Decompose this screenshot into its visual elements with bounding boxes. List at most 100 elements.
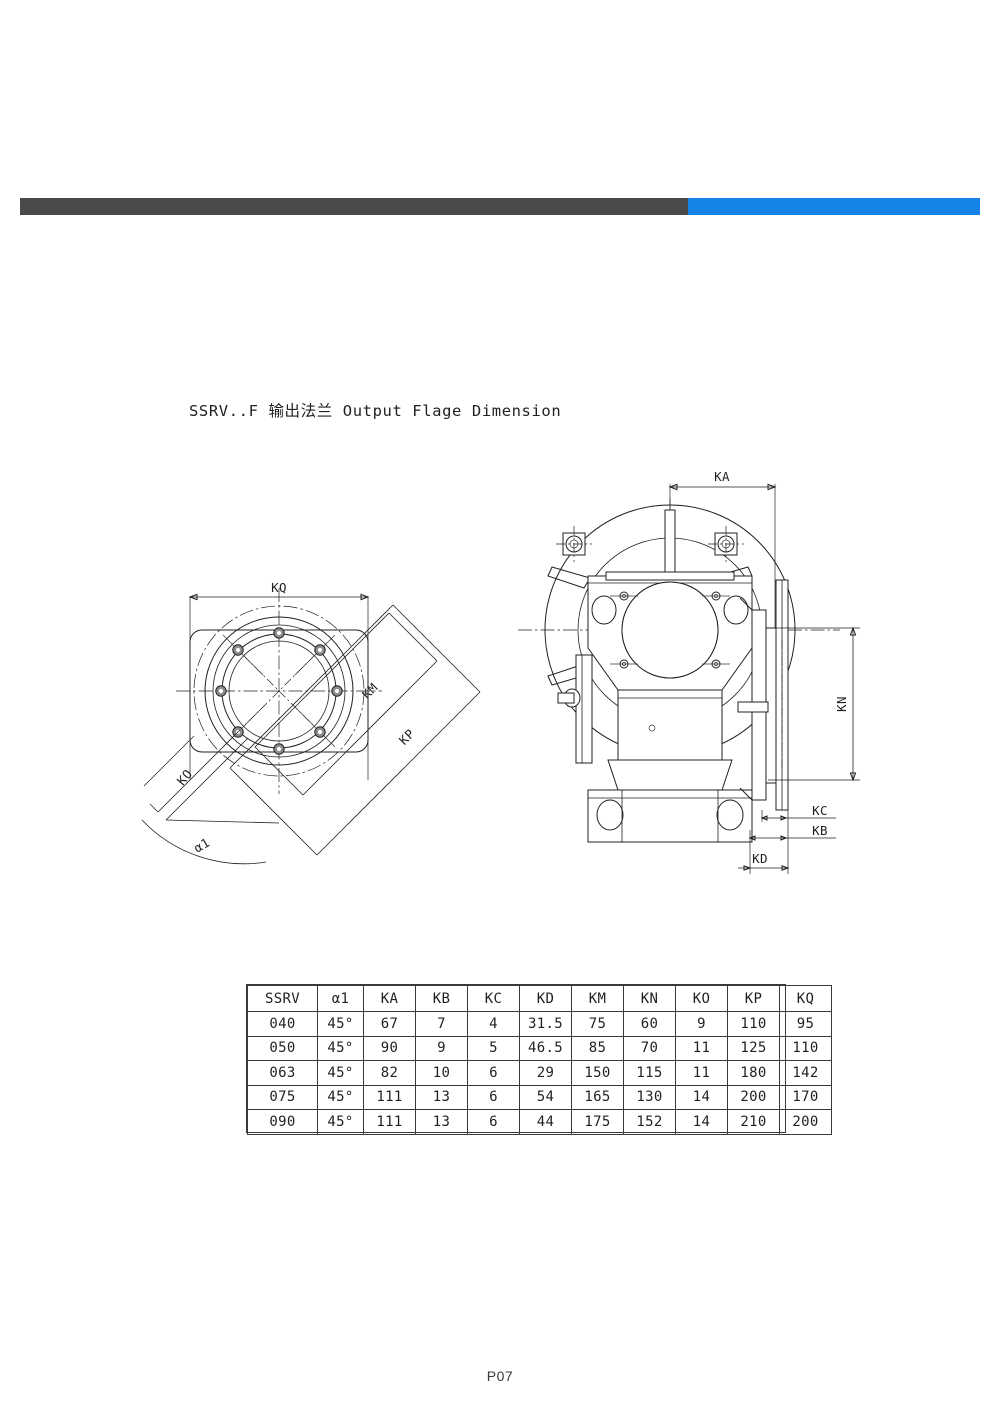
cell-ka: 82 [363, 1060, 416, 1086]
gearbox-left-mounting-pad [557, 654, 593, 764]
cell-kd: 44 [519, 1109, 572, 1135]
cell-a1: 45° [317, 1035, 364, 1061]
table-row: 050 45° 90 9 5 46.5 85 70 11 125 110 [247, 1035, 832, 1061]
gearbox-side-lugs-upper [591, 595, 749, 625]
cell-a1: 45° [317, 1109, 364, 1135]
dimension-label-kc: KC [812, 803, 828, 818]
cell-kq: 142 [779, 1060, 832, 1086]
gearbox-hex-bolt-left [556, 526, 592, 562]
cell-model: 040 [247, 1011, 318, 1037]
dimension-label-ka: KA [714, 469, 730, 484]
cell-ko: 9 [675, 1011, 728, 1037]
cell-a1: 45° [317, 1060, 364, 1086]
flange-centrelines [176, 588, 382, 794]
cell-kq: 95 [779, 1011, 832, 1037]
cell-model: 063 [247, 1060, 318, 1086]
dimension-kd: KD [738, 810, 790, 874]
column-header-kn: KN [623, 985, 676, 1012]
column-header-ko: KO [675, 985, 728, 1012]
cell-model: 050 [247, 1035, 318, 1061]
cell-kn: 60 [623, 1011, 676, 1037]
flange-face-drawing: KQ [130, 540, 530, 960]
gearbox-input-shaft [664, 509, 676, 577]
cell-kn: 130 [623, 1084, 676, 1110]
cell-kc: 5 [467, 1035, 520, 1061]
dimension-kc: KC [760, 803, 836, 822]
cell-km: 75 [571, 1011, 624, 1037]
cell-ka: 111 [363, 1109, 416, 1135]
gearbox-hex-bolt-right [708, 526, 744, 562]
cell-kc: 4 [467, 1011, 520, 1037]
gearbox-bore-bolts [610, 591, 730, 669]
cell-kb: 7 [415, 1011, 468, 1037]
column-header-kp: KP [727, 985, 780, 1012]
table-row: 040 45° 67 7 4 31.5 75 60 9 110 95 [247, 1011, 832, 1037]
column-header-a1: α1 [317, 985, 364, 1012]
cell-kq: 170 [779, 1084, 832, 1110]
flange-bolt-holes [215, 627, 343, 755]
spec-table-container: SSRV α1 KA KB KC KD KM KN KO KP KQ 040 4… [246, 984, 832, 1135]
cell-kq: 200 [779, 1109, 832, 1135]
dimension-km: KM [254, 612, 438, 796]
header-bar-dark-segment [20, 198, 688, 215]
cell-ka: 111 [363, 1084, 416, 1110]
cell-kd: 31.5 [519, 1011, 572, 1037]
cell-ko: 11 [675, 1060, 728, 1086]
dimension-label-ko: KO [174, 766, 196, 788]
dimension-label-kb: KB [812, 823, 828, 838]
gearbox-foot-block [587, 759, 753, 843]
cell-kb: 13 [415, 1084, 468, 1110]
dimension-label-kn: KN [834, 696, 849, 712]
cell-kc: 6 [467, 1109, 520, 1135]
dimension-label-kq: KQ [271, 580, 287, 595]
cell-kd: 54 [519, 1084, 572, 1110]
cell-kb: 10 [415, 1060, 468, 1086]
page-number: P07 [486, 1368, 514, 1384]
column-header-ka: KA [363, 985, 416, 1012]
cell-kn: 152 [623, 1109, 676, 1135]
column-header-km: KM [571, 985, 624, 1012]
header-bar-accent-segment [688, 198, 980, 215]
column-header-kc: KC [467, 985, 520, 1012]
header-rule-bar [20, 198, 980, 215]
column-header-kq: KQ [779, 985, 832, 1012]
cell-model: 075 [247, 1084, 318, 1110]
cell-a1: 45° [317, 1084, 364, 1110]
cell-kb: 9 [415, 1035, 468, 1061]
dimension-label-kp: KP [396, 726, 418, 748]
cell-ka: 90 [363, 1035, 416, 1061]
spec-table: SSRV α1 KA KB KC KD KM KN KO KP KQ 040 4… [247, 985, 832, 1135]
cell-ko: 11 [675, 1035, 728, 1061]
cell-km: 165 [571, 1084, 624, 1110]
dimension-kn: KN [768, 626, 860, 782]
cell-km: 150 [571, 1060, 624, 1086]
dimension-label-kd: KD [752, 851, 768, 866]
dimension-label-km: KM [359, 680, 381, 702]
cell-kp: 180 [727, 1060, 780, 1086]
cell-kp: 200 [727, 1084, 780, 1110]
cell-kn: 70 [623, 1035, 676, 1061]
cell-a1: 45° [317, 1011, 364, 1037]
cell-kc: 6 [467, 1060, 520, 1086]
table-row: 063 45° 82 10 6 29 150 115 11 180 142 [247, 1060, 832, 1086]
gearbox-output-bore [621, 581, 719, 679]
cell-km: 175 [571, 1109, 624, 1135]
cell-kp: 110 [727, 1011, 780, 1037]
dimension-label-a1: α1 [191, 835, 212, 856]
gearbox-front-drawing: KA [510, 450, 910, 890]
cell-kp: 210 [727, 1109, 780, 1135]
cell-km: 85 [571, 1035, 624, 1061]
table-header-row: SSRV α1 KA KB KC KD KM KN KO KP KQ [247, 985, 832, 1012]
cell-kp: 125 [727, 1035, 780, 1061]
dimension-kb: KB [748, 823, 836, 842]
cell-ko: 14 [675, 1084, 728, 1110]
cell-kd: 29 [519, 1060, 572, 1086]
table-row: 090 45° 111 13 6 44 175 152 14 210 200 [247, 1109, 832, 1135]
cell-model: 090 [247, 1109, 318, 1135]
table-row: 075 45° 111 13 6 54 165 130 14 200 170 [247, 1084, 832, 1110]
cell-kb: 13 [415, 1109, 468, 1135]
cell-kc: 6 [467, 1084, 520, 1110]
section-title: SSRV..F 输出法兰 Output Flage Dimension [189, 402, 562, 420]
cell-kn: 115 [623, 1060, 676, 1086]
cell-kd: 46.5 [519, 1035, 572, 1061]
